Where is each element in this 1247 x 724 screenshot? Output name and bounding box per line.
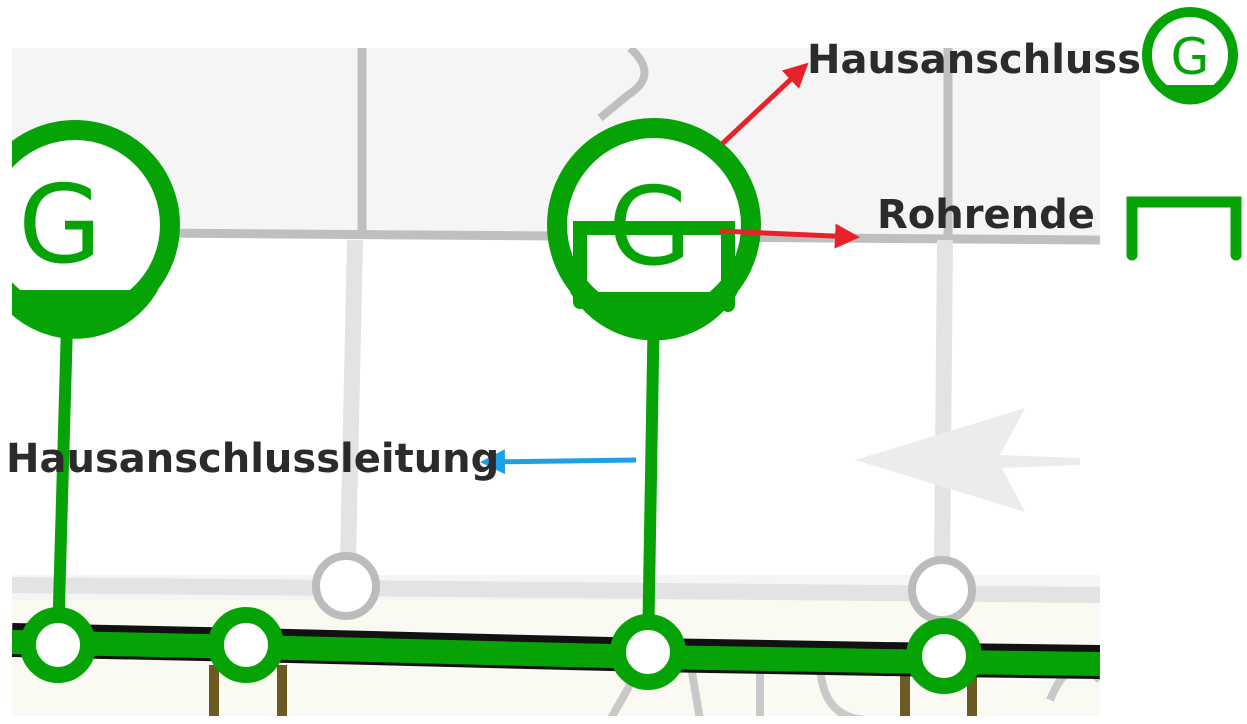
label-house-connection: Hausanschluss bbox=[807, 37, 1141, 83]
junction-node bbox=[906, 618, 982, 694]
house-connection-symbol-left: G bbox=[12, 120, 180, 339]
house-connection-base bbox=[12, 290, 158, 339]
map-white-block bbox=[12, 235, 1100, 575]
arrow-to-pipe-end-label bbox=[719, 223, 860, 249]
light-line bbox=[934, 239, 953, 566]
label-house-connection-line: Hausanschlussleitung bbox=[6, 436, 499, 482]
pipe-end-marker bbox=[573, 221, 735, 312]
house-connection-line bbox=[52, 289, 74, 641]
light-line bbox=[340, 239, 363, 561]
legend-house-connection: G bbox=[1142, 7, 1238, 105]
junction-node bbox=[208, 607, 284, 683]
gray-node bbox=[908, 556, 976, 624]
arrow-to-house-connection-line-label bbox=[480, 449, 637, 475]
map-area: G G bbox=[12, 48, 1100, 716]
junction-node bbox=[20, 607, 96, 683]
legend-house-connection-letter: G bbox=[1171, 28, 1210, 86]
legend-pipe-end-icon bbox=[1126, 196, 1242, 261]
junction-nodes bbox=[20, 607, 982, 694]
arrow-to-house-connection-label bbox=[720, 62, 809, 146]
small-triangle-icon bbox=[648, 222, 660, 232]
house-connection-line bbox=[642, 299, 660, 651]
junction-node bbox=[610, 614, 686, 690]
direction-arrow-icon bbox=[855, 408, 1080, 512]
house-connection-letter: G bbox=[18, 163, 102, 288]
street-number-fragment bbox=[597, 48, 649, 122]
house-connection-base bbox=[570, 292, 738, 341]
label-pipe-end: Rohrende bbox=[877, 192, 1095, 238]
gray-node bbox=[312, 552, 380, 620]
legend-house-connection-base bbox=[1154, 85, 1226, 105]
